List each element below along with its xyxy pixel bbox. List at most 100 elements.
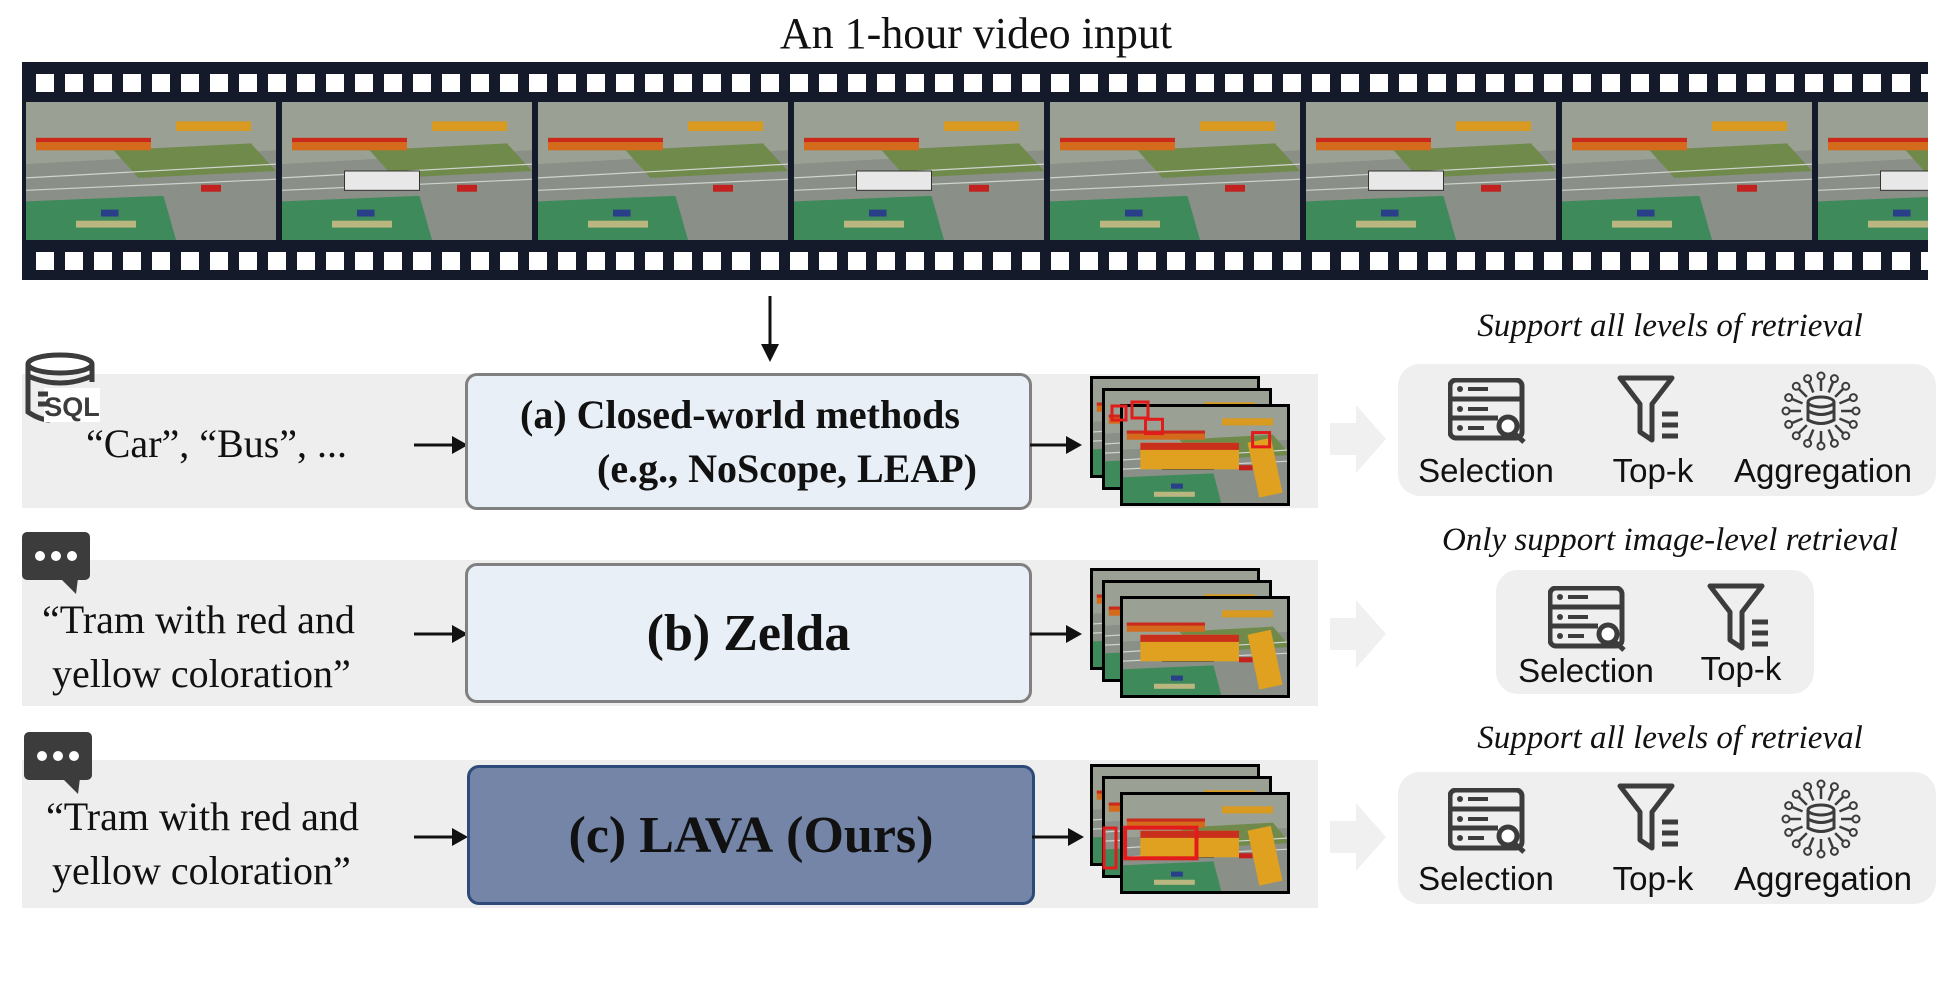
capability-selection-label: Selection (1518, 652, 1654, 689)
video-frames (22, 102, 1928, 240)
aggregation-icon (1781, 371, 1861, 451)
sprocket-hole (181, 252, 199, 270)
row-c-method-label: (c) LAVA (Ours) (569, 806, 934, 865)
row-c-output-arrow (1032, 828, 1084, 846)
row-b-output-frames (1090, 568, 1300, 707)
sprocket-hole (993, 74, 1011, 92)
top-k-filter-icon (1707, 583, 1768, 651)
selection-icon (1448, 378, 1526, 444)
sprocket-hole (1486, 252, 1504, 270)
sprocket-hole (471, 252, 489, 270)
sprocket-hole (297, 74, 315, 92)
sprocket-hole (935, 252, 953, 270)
row-c-query: “Tram with red and yellow coloration” (46, 790, 359, 898)
sprocket-hole (442, 252, 460, 270)
sprocket-hole (1631, 252, 1649, 270)
sprocket-hole (1080, 74, 1098, 92)
sprocket-hole (94, 252, 112, 270)
stacked-output-frames (1090, 376, 1290, 506)
sprocket-hole (239, 74, 257, 92)
film-sprocket-holes-top (22, 68, 1928, 98)
row-c-chevron-arrow (1330, 803, 1386, 871)
sprocket-hole (1921, 74, 1928, 92)
sprocket-hole (239, 252, 257, 270)
sprocket-hole (819, 74, 837, 92)
row-b-query: “Tram with red and yellow coloration” (42, 593, 355, 701)
capability-top-k-label: Top-k (1612, 860, 1694, 897)
sprocket-hole (1022, 252, 1040, 270)
sprocket-hole (1602, 252, 1620, 270)
sprocket-hole (326, 252, 344, 270)
sprocket-hole (616, 74, 634, 92)
sprocket-hole (36, 74, 54, 92)
sprocket-hole (761, 74, 779, 92)
sprocket-hole (587, 74, 605, 92)
row-c-caption: Support all levels of retrieval (1477, 720, 1863, 756)
sprocket-hole (1022, 74, 1040, 92)
sprocket-hole (1515, 252, 1533, 270)
sprocket-hole (790, 252, 808, 270)
sprocket-hole (1631, 74, 1649, 92)
sprocket-hole (964, 74, 982, 92)
sprocket-hole (1225, 252, 1243, 270)
film-sprocket-holes-bottom (22, 246, 1928, 276)
stacked-output-frames (1090, 764, 1290, 894)
sprocket-hole (674, 74, 692, 92)
sprocket-hole (877, 252, 895, 270)
capability-selection-label: Selection (1418, 860, 1554, 897)
sprocket-hole (732, 74, 750, 92)
video-frame-thumbnail (794, 102, 1044, 240)
sprocket-hole (1254, 252, 1272, 270)
row-c-method-box: (c) LAVA (Ours) (467, 765, 1035, 905)
sprocket-hole (1254, 74, 1272, 92)
video-frame-thumbnail (1306, 102, 1556, 240)
sprocket-hole (1776, 74, 1794, 92)
sprocket-hole (1080, 252, 1098, 270)
row-b-method-box: (b) Zelda (465, 563, 1032, 703)
capability-top-k-label: Top-k (1700, 650, 1782, 687)
sprocket-hole (1689, 252, 1707, 270)
row-a-chevron-arrow (1330, 405, 1386, 473)
row-a-method-line2: (e.g., NoScope, LEAP) (597, 445, 977, 491)
sprocket-hole (384, 252, 402, 270)
sprocket-hole (36, 252, 54, 270)
sprocket-hole (1573, 252, 1591, 270)
sprocket-hole (1109, 74, 1127, 92)
sprocket-hole (1747, 74, 1765, 92)
sprocket-hole (1457, 252, 1475, 270)
sprocket-hole (674, 252, 692, 270)
capability-aggregation-label: Aggregation (1734, 860, 1912, 897)
sprocket-hole (1196, 252, 1214, 270)
sprocket-hole (1109, 252, 1127, 270)
sprocket-hole (297, 252, 315, 270)
row-b-chevron-arrow (1330, 600, 1386, 668)
row-b-output-arrow (1030, 625, 1082, 643)
sprocket-hole (819, 252, 837, 270)
row-b-caption: Only support image-level retrieval (1441, 522, 1899, 558)
sprocket-hole (500, 252, 518, 270)
sprocket-hole (993, 252, 1011, 270)
sprocket-hole (442, 74, 460, 92)
row-a-output-arrow (1030, 436, 1082, 454)
sprocket-hole (1167, 74, 1185, 92)
row-c-input-arrow (414, 828, 468, 846)
sprocket-hole (906, 74, 924, 92)
sprocket-hole (1718, 74, 1736, 92)
chat-bubble-icon (22, 532, 90, 594)
row-b-input-arrow (414, 625, 468, 643)
sprocket-hole (1051, 74, 1069, 92)
video-frame-thumbnail (1050, 102, 1300, 240)
sprocket-hole (1138, 74, 1156, 92)
sprocket-hole (1457, 74, 1475, 92)
sprocket-hole (964, 252, 982, 270)
sprocket-hole (1747, 252, 1765, 270)
sprocket-hole (1428, 74, 1446, 92)
sprocket-hole (1573, 74, 1591, 92)
sprocket-hole (1834, 74, 1852, 92)
sprocket-hole (1428, 252, 1446, 270)
sprocket-hole (703, 252, 721, 270)
row-b-query-line1: “Tram with red and (42, 597, 355, 642)
sprocket-hole (1312, 252, 1330, 270)
row-c-method-prefix: (c) (568, 806, 640, 864)
sprocket-hole (935, 74, 953, 92)
